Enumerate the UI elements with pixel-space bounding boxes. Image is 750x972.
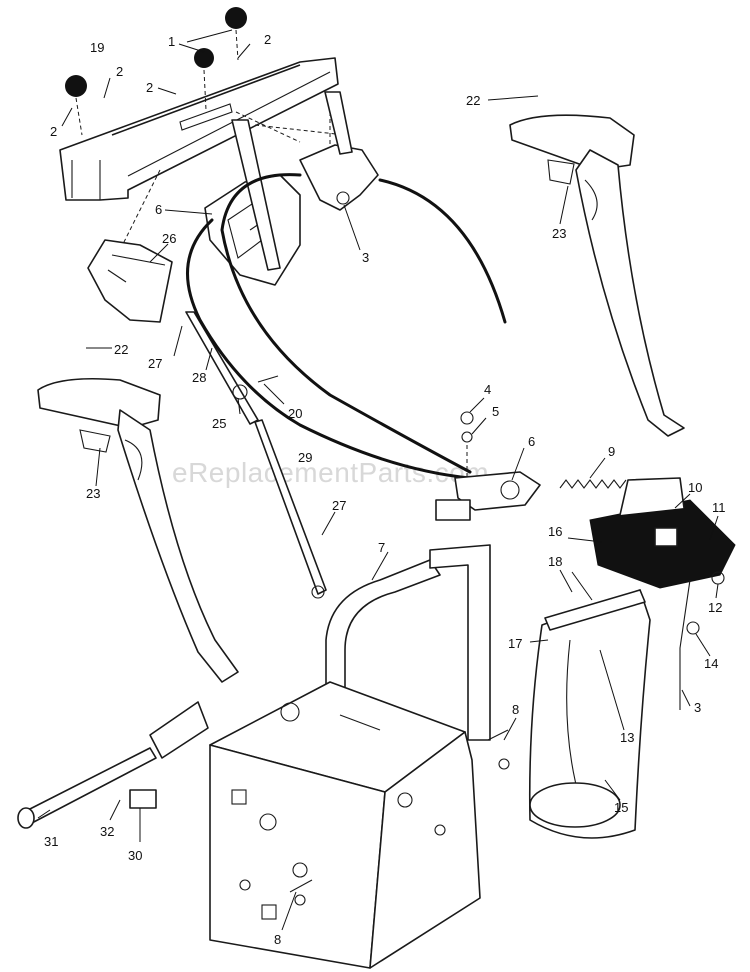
housing-frame	[209, 681, 481, 969]
callout-labels: 1 2 2 2 2 19 22 22 23 23 6 6 3 3 26 27 2…	[44, 32, 726, 947]
callout-16: 16	[548, 524, 562, 539]
nut-lower	[294, 894, 306, 906]
knob-middle	[194, 48, 214, 68]
callout-25: 25	[212, 416, 226, 431]
callout-5: 5	[492, 404, 499, 419]
callout-27: 27	[332, 498, 346, 513]
cable-1	[186, 218, 472, 480]
shift-rod	[185, 311, 327, 599]
callout-2: 2	[116, 64, 123, 79]
upper-handle-assembly	[59, 57, 346, 251]
callout-15: 15	[614, 800, 628, 815]
callout-3: 3	[694, 700, 701, 715]
callout-14: 14	[704, 656, 718, 671]
bolt-upper	[487, 729, 509, 741]
auger-rod	[17, 701, 209, 829]
callout-6: 6	[528, 434, 535, 449]
callout-19: 19	[90, 40, 104, 55]
nut-upper	[498, 758, 510, 770]
callout-9: 9	[608, 444, 615, 459]
spring	[559, 479, 627, 489]
callout-22: 22	[466, 93, 480, 108]
callout-22: 22	[114, 342, 128, 357]
callout-17: 17	[508, 636, 522, 651]
callout-8: 8	[274, 932, 281, 947]
left-handle	[37, 377, 239, 683]
chute-deflector	[589, 477, 736, 589]
callout-4: 4	[484, 382, 491, 397]
callout-30: 30	[128, 848, 142, 863]
chute-rod	[679, 571, 725, 710]
callout-2: 2	[50, 124, 57, 139]
callout-13: 13	[620, 730, 634, 745]
right-handle	[509, 114, 685, 437]
cable-2	[378, 178, 507, 324]
bolt-lower	[289, 879, 313, 893]
watermark: eReplacementParts.com	[172, 457, 489, 488]
callout-3: 3	[362, 250, 369, 265]
knob-left	[65, 75, 87, 97]
callout-8: 8	[512, 702, 519, 717]
leader-lines	[37, 29, 719, 931]
discharge-chute	[528, 589, 651, 839]
callout-2: 2	[146, 80, 153, 95]
callout-18: 18	[548, 554, 562, 569]
callout-10: 10	[688, 480, 702, 495]
callout-31: 31	[44, 834, 58, 849]
chute-crank	[435, 411, 541, 521]
callout-11: 11	[712, 500, 726, 515]
callout-28: 28	[192, 370, 206, 385]
callout-29: 29	[298, 450, 312, 465]
callout-32: 32	[100, 824, 114, 839]
callout-23: 23	[86, 486, 100, 501]
callout-27: 27	[148, 356, 162, 371]
callout-20: 20	[288, 406, 302, 421]
callout-1: 1	[168, 34, 175, 49]
callout-12: 12	[708, 600, 722, 615]
knob-top	[225, 7, 247, 29]
callout-2: 2	[264, 32, 271, 47]
cable-3	[220, 173, 472, 474]
callout-6: 6	[155, 202, 162, 217]
clutch-lever	[299, 91, 379, 211]
callout-7: 7	[378, 540, 385, 555]
callout-23: 23	[552, 226, 566, 241]
callout-26: 26	[162, 231, 176, 246]
